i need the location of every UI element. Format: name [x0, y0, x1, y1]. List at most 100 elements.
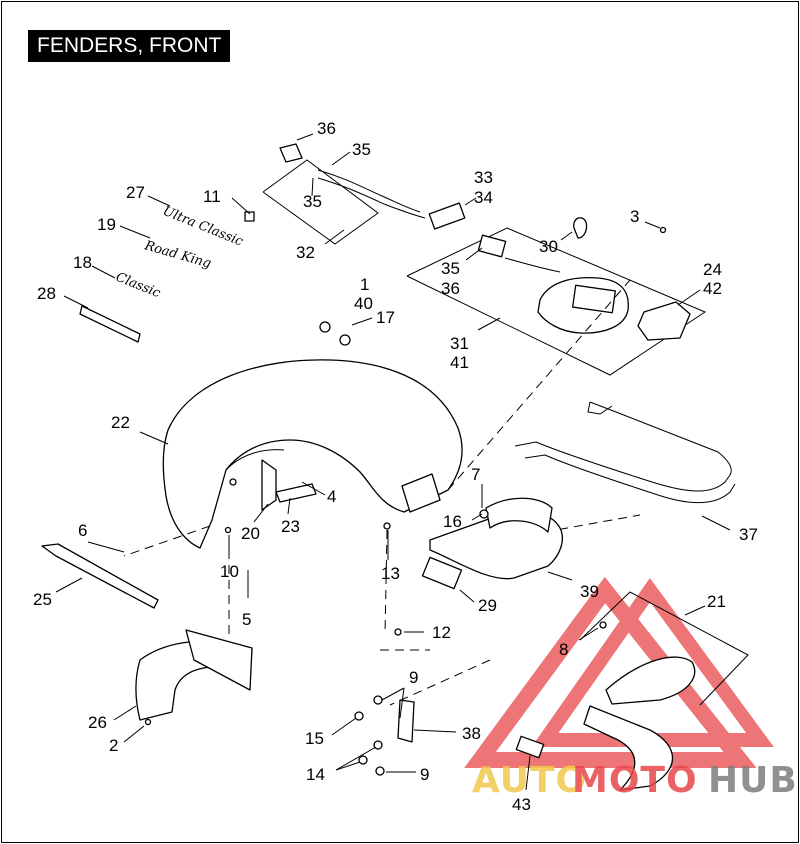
grommet-1	[319, 321, 331, 333]
washer-9c	[375, 766, 385, 776]
wire-35b	[317, 177, 426, 219]
lead-14a	[335, 761, 361, 771]
emblem-ultra-classic: Ultra Classic	[161, 204, 246, 250]
lead-11	[231, 197, 251, 215]
nut-12	[394, 628, 402, 636]
front-fender	[162, 321, 463, 549]
rail-bracket	[587, 401, 613, 415]
callout-12: 12	[432, 623, 451, 642]
callout-15: 15	[305, 729, 324, 748]
lamp-wire	[504, 257, 561, 273]
lead-19	[119, 225, 151, 239]
callout-18: 18	[73, 253, 92, 272]
callout-22: 22	[111, 413, 130, 432]
lead-22	[139, 431, 169, 445]
lead-28	[63, 295, 89, 309]
callout-33: 33	[474, 168, 493, 187]
callout-36b: 36	[441, 279, 460, 298]
align-13	[384, 529, 388, 636]
lead-14b	[335, 746, 377, 771]
callout-19: 19	[97, 215, 116, 234]
nut-15	[354, 711, 364, 721]
callout-4: 4	[327, 487, 336, 506]
bracket-38	[397, 699, 415, 743]
tail-lamp-lens	[572, 284, 616, 314]
callout-13: 13	[381, 564, 400, 583]
callout-17: 17	[376, 308, 395, 327]
screw-3	[659, 226, 667, 234]
spear-25	[41, 543, 159, 609]
part-43-clip	[515, 735, 545, 759]
fender-plate	[401, 473, 441, 513]
lead-9a	[381, 687, 405, 701]
trim-strip-28	[79, 305, 141, 343]
group-21-outline	[579, 591, 749, 706]
fender-extension	[135, 629, 253, 726]
callout-37: 37	[739, 525, 758, 544]
wiring-harness-group	[262, 143, 466, 245]
callout-2: 2	[109, 736, 118, 755]
callout-38: 38	[462, 724, 481, 743]
callout-7: 7	[471, 465, 480, 484]
nut-14	[358, 755, 368, 765]
callout-6: 6	[78, 521, 87, 540]
watermark-moto: MOTO	[572, 760, 698, 801]
emblem-classic: Classic	[114, 270, 164, 302]
emblem-road-king: Road King	[142, 238, 213, 272]
lead-16	[471, 513, 483, 521]
lead-26	[113, 705, 137, 721]
callout-11: 11	[203, 187, 221, 206]
callout-35c: 35	[441, 259, 460, 278]
clip-11	[244, 211, 255, 222]
harness-group-outline	[262, 159, 379, 245]
callout-3: 3	[630, 207, 639, 226]
lead-31	[477, 317, 501, 331]
connector-36b	[477, 234, 507, 258]
nut-10	[224, 526, 232, 534]
bracket-23	[275, 483, 317, 503]
callout-42: 42	[703, 279, 722, 298]
extension-bracket	[185, 629, 253, 691]
callout-39: 39	[580, 582, 599, 601]
washer-9a	[373, 695, 383, 705]
callout-9b: 9	[420, 765, 429, 784]
lead-38	[413, 729, 457, 733]
lead-3	[644, 221, 661, 229]
callout-26: 26	[88, 713, 107, 732]
screw-16	[479, 509, 489, 519]
lead-6	[87, 541, 125, 553]
callout-20: 20	[241, 524, 260, 543]
lamp-group-outline	[406, 227, 707, 376]
callout-16: 16	[443, 512, 462, 531]
callout-21: 21	[707, 592, 726, 611]
rail-outer	[514, 401, 732, 492]
lead-35b	[311, 177, 314, 197]
callout-32: 32	[296, 243, 315, 262]
lead-32	[324, 229, 345, 245]
fender-rail	[514, 401, 736, 504]
callout-35a: 35	[352, 140, 371, 159]
page-title: FENDERS, FRONT	[28, 30, 231, 62]
lead-15	[331, 717, 357, 736]
lead-27	[147, 195, 171, 207]
fender-inner-edge	[225, 449, 285, 471]
wire-35	[317, 169, 421, 213]
callout-29: 29	[478, 596, 497, 615]
lead-43	[525, 755, 531, 791]
callout-5: 5	[242, 610, 251, 629]
lead-29	[459, 589, 475, 603]
lead-37	[701, 515, 731, 531]
rail-inner	[524, 454, 736, 504]
lead-33	[464, 197, 477, 206]
wiring-group-21	[515, 591, 749, 791]
callout-23: 23	[281, 517, 300, 536]
watermark-hub: HUB	[708, 760, 798, 801]
callout-27: 27	[126, 183, 145, 202]
lead-30	[560, 231, 573, 241]
lead-39	[547, 571, 573, 581]
lead-36a	[296, 133, 314, 141]
bulb-30	[573, 217, 588, 239]
lead-8	[578, 627, 599, 641]
lens-24	[637, 301, 691, 341]
callout-24: 24	[703, 260, 722, 279]
